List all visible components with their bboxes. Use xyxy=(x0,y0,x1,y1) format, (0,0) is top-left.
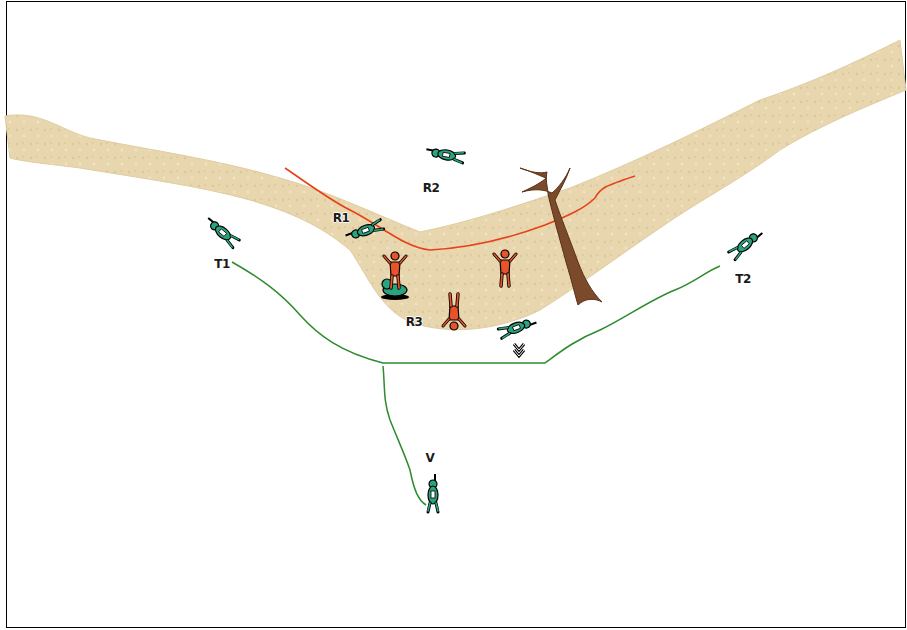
soldier xyxy=(345,220,384,242)
green-line xyxy=(383,366,426,505)
kneeling-soldier xyxy=(381,279,409,300)
soldier xyxy=(729,228,765,260)
enemy-soldier xyxy=(494,250,516,286)
enemy-soldier xyxy=(443,294,465,330)
chevron-symbol xyxy=(514,344,524,356)
callout-label: T2 xyxy=(735,272,751,286)
soldier xyxy=(204,216,240,248)
callout-label: R1 xyxy=(333,211,350,225)
soldier xyxy=(425,146,464,162)
callout-label: T1 xyxy=(214,257,230,271)
callout-label: R3 xyxy=(406,315,423,329)
callout-label: V xyxy=(426,451,435,465)
soldier xyxy=(428,474,438,512)
ravine-band xyxy=(5,40,906,330)
callout-label: R2 xyxy=(423,181,440,195)
chevron-symbol xyxy=(514,344,524,356)
green-line xyxy=(232,262,720,363)
soldier xyxy=(498,316,537,338)
enemy-soldier xyxy=(384,252,406,288)
dead-tree xyxy=(520,168,602,305)
red-line xyxy=(285,168,635,250)
